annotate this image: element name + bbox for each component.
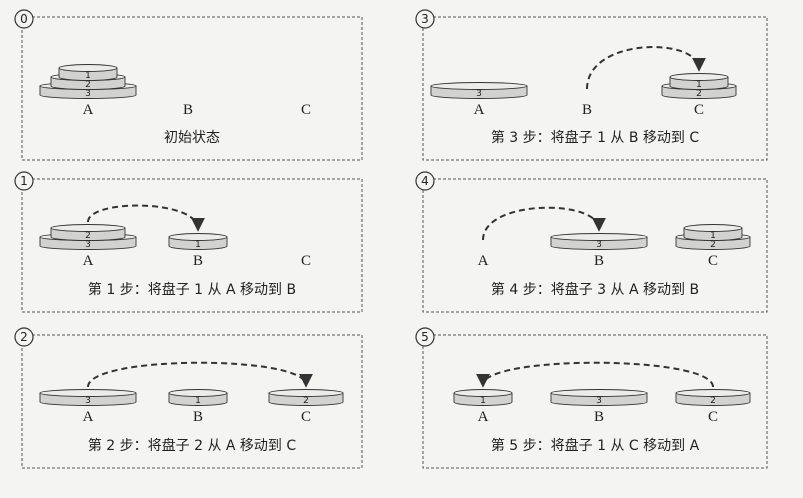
peg-label-c: C — [301, 253, 311, 269]
disk-label: 2 — [710, 240, 716, 250]
peg-label-b: B — [193, 409, 203, 425]
step-number: 3 — [421, 12, 429, 26]
step-number-circle — [415, 327, 435, 347]
disk-label: 1 — [710, 231, 716, 241]
disk-label: 1 — [480, 396, 486, 406]
disk-label: 1 — [195, 396, 201, 406]
disk-label: 2 — [303, 396, 309, 406]
disk-3: 3 — [430, 82, 528, 99]
step-number: 0 — [20, 12, 28, 26]
disk-1: 1 — [168, 233, 228, 250]
disk-1: 1 — [168, 389, 228, 406]
step-number: 2 — [20, 330, 28, 344]
disk-1: 1 — [683, 224, 743, 241]
disk-2: 2 — [268, 389, 344, 406]
move-arrow — [482, 206, 606, 241]
move-arrow — [476, 361, 714, 388]
step-caption: 第 3 步：将盘子 1 从 B 移动到 C — [491, 129, 700, 146]
disk-2: 2 — [675, 389, 751, 406]
peg-label-a: A — [478, 409, 489, 425]
panel-step-1: 1 32 1A B C 第 1 步：将盘子 1 从 A 移动到 B — [14, 171, 363, 313]
peg-label-c: C — [301, 409, 311, 425]
peg-label-c: C — [708, 253, 718, 269]
disk-label: 3 — [596, 240, 602, 250]
disk-2: 2 — [50, 224, 126, 241]
panel-step-4: 4 3 21A B C 第 4 步：将盘子 3 从 A 移动到 B — [415, 171, 768, 313]
peg-label-c: C — [301, 102, 311, 118]
panel-border — [422, 16, 768, 161]
disk-label: 3 — [85, 240, 91, 250]
move-arrow — [87, 204, 205, 232]
peg-label-a: A — [478, 253, 489, 269]
step-number: 4 — [421, 174, 429, 188]
step-number-circle — [415, 9, 435, 29]
peg-label-b: B — [193, 253, 203, 269]
peg-label-c: C — [694, 102, 704, 118]
disk-label: 3 — [85, 396, 91, 406]
disk-label: 3 — [596, 396, 602, 406]
disk-3: 3 — [550, 389, 648, 406]
disk-3: 3 — [550, 233, 648, 250]
step-caption: 第 2 步：将盘子 2 从 A 移动到 C — [88, 437, 297, 454]
step-number: 1 — [20, 174, 28, 188]
peg-label-a: A — [83, 409, 94, 425]
disk-1: 1 — [453, 389, 513, 406]
disk-label: 3 — [476, 89, 482, 99]
panel-step-3: 3 3 21A B C 第 3 步：将盘子 1 从 B 移动到 C — [415, 9, 768, 161]
panel-border — [422, 178, 768, 313]
step-number-circle — [14, 9, 34, 29]
peg-label-b: B — [594, 409, 604, 425]
panel-border — [21, 16, 363, 161]
panel-border — [21, 334, 363, 469]
panel-border — [21, 178, 363, 313]
panel-step-2: 2 3 1 2A B C第 2 步：将盘子 2 从 A 移动到 C — [14, 327, 363, 469]
step-number-circle — [14, 171, 34, 191]
step-caption: 初始状态 — [164, 129, 220, 146]
disk-1: 1 — [58, 64, 118, 81]
disk-label: 2 — [710, 396, 716, 406]
disk-3: 3 — [39, 389, 137, 406]
peg-label-b: B — [183, 102, 193, 118]
panel-step-5: 5 1 3 2A B C 第 5 步：将盘子 1 从 C 移动到 A — [415, 327, 768, 469]
peg-label-a: A — [83, 102, 94, 118]
peg-label-b: B — [594, 253, 604, 269]
step-number: 5 — [421, 330, 429, 344]
step-number-circle — [14, 327, 34, 347]
disk-label: 3 — [85, 89, 91, 99]
peg-label-a: A — [474, 102, 485, 118]
step-caption: 第 1 步：将盘子 1 从 A 移动到 B — [88, 281, 296, 298]
step-caption: 第 5 步：将盘子 1 从 C 移动到 A — [491, 437, 700, 454]
move-arrow — [87, 361, 313, 388]
step-number-circle — [415, 171, 435, 191]
disk-label: 1 — [696, 80, 702, 90]
peg-label-b: B — [582, 102, 592, 118]
step-caption: 第 4 步：将盘子 3 从 A 移动到 B — [491, 281, 699, 298]
disk-1: 1 — [669, 73, 729, 90]
move-arrow — [586, 46, 706, 90]
disk-label: 2 — [85, 80, 91, 90]
disk-label: 2 — [696, 89, 702, 99]
peg-label-a: A — [83, 253, 94, 269]
peg-label-c: C — [708, 409, 718, 425]
disk-label: 1 — [85, 71, 91, 81]
disk-label: 1 — [195, 240, 201, 250]
panel-border — [422, 334, 768, 469]
disk-label: 2 — [85, 231, 91, 241]
